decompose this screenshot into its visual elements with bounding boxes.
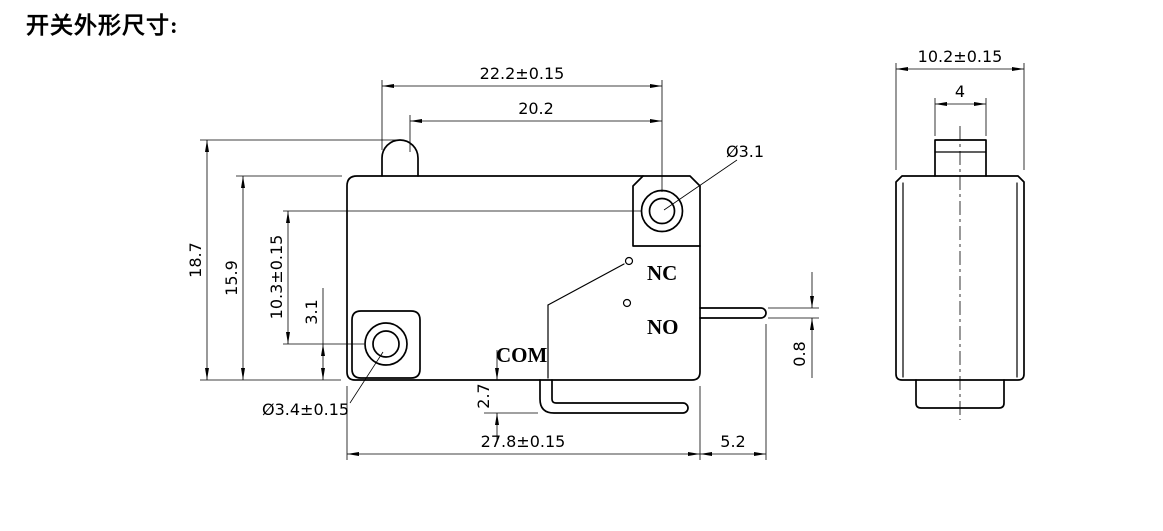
mount-hole-top-outer — [640, 189, 684, 233]
side-body-outline — [895, 126, 1025, 420]
dim-com-drop: 2.7 — [474, 350, 538, 442]
mount-hole-top-inner — [648, 197, 676, 225]
no-terminal-label: NO — [647, 315, 679, 339]
hole-top-dia-label: Ø3.1 — [726, 142, 764, 161]
dim-side-width-label: 10.2±0.15 — [918, 47, 1003, 66]
dim-top-width: 22.2±0.15 — [381, 64, 663, 192]
body-outline — [346, 175, 701, 381]
dim-body-height: 15.9 — [222, 175, 342, 380]
dim-hole-spacing: 10.3±0.15 — [267, 210, 641, 345]
dim-plunger-width: 4 — [934, 82, 987, 136]
side-view: 10.2±0.15 4 — [895, 47, 1025, 420]
dim-hole-offset: 3.1 — [302, 288, 325, 380]
dim-plunger-width-label: 4 — [955, 82, 965, 101]
dim-terminal-thickness: 0.8 — [768, 272, 819, 378]
mount-hole-bottom-inner — [372, 330, 400, 358]
front-view: NC NO COM 22.2±0.15 20.2 18.7 — [186, 64, 819, 460]
dim-hole-offset-label: 3.1 — [302, 299, 321, 324]
com-terminal-blade — [539, 379, 689, 414]
dim-terminal-thickness-label: 0.8 — [790, 341, 809, 366]
mount-boss-bottom-left — [351, 310, 421, 379]
mount-hole-bottom-outer — [364, 322, 408, 366]
nc-contact-point — [624, 256, 634, 266]
com-terminal-label: COM — [496, 343, 548, 367]
side-body — [895, 175, 1025, 381]
dim-inner-width: 20.2 — [409, 99, 662, 152]
dim-body-width: 27.8±0.15 — [346, 386, 701, 460]
drawing-title: 开关外形尺寸: — [26, 13, 179, 38]
dim-terminal-length-label: 5.2 — [720, 432, 745, 451]
no-terminal-blade — [699, 307, 767, 319]
dim-com-drop-label: 2.7 — [474, 383, 493, 408]
side-plunger — [934, 139, 987, 177]
dim-side-width: 10.2±0.15 — [895, 47, 1025, 170]
dim-hole-spacing-label: 10.3±0.15 — [267, 235, 286, 320]
dim-total-height-label: 18.7 — [186, 242, 205, 278]
dim-top-width-label: 22.2±0.15 — [480, 64, 565, 83]
hole-bottom-dia-label: Ø3.4±0.15 — [262, 400, 349, 419]
dim-terminal-length: 5.2 — [700, 324, 767, 460]
dim-body-height-label: 15.9 — [222, 260, 241, 296]
no-contact-point — [622, 298, 632, 308]
plunger-button — [381, 139, 419, 177]
dim-total-height: 18.7 — [186, 139, 400, 381]
nc-terminal-label: NC — [647, 261, 677, 285]
contact-mechanism — [547, 256, 634, 379]
callout-hole-top: Ø3.1 — [663, 142, 764, 211]
dim-body-width-label: 27.8±0.15 — [481, 432, 566, 451]
mount-boss-top-right — [632, 175, 701, 247]
callout-hole-bottom: Ø3.4±0.15 — [262, 351, 384, 419]
switch-body-outline — [346, 139, 767, 414]
dim-inner-width-label: 20.2 — [518, 99, 554, 118]
